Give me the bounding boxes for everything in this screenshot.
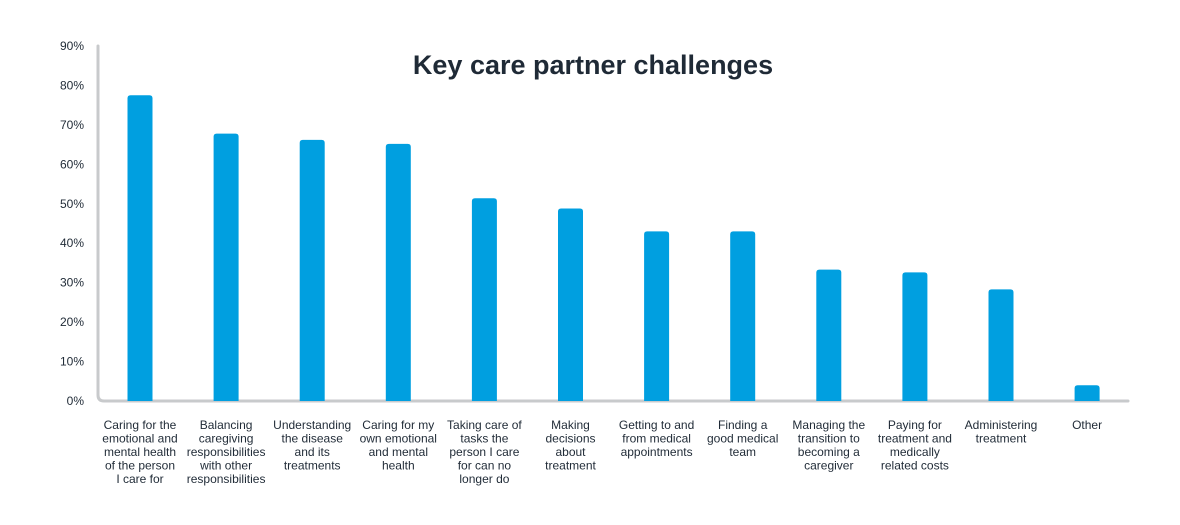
bar bbox=[816, 269, 842, 401]
y-tick-label: 40% bbox=[60, 236, 84, 250]
y-tick-label: 30% bbox=[60, 276, 84, 290]
y-tick-label: 50% bbox=[60, 197, 84, 211]
bar bbox=[902, 272, 928, 401]
bar bbox=[127, 95, 153, 402]
bar bbox=[644, 231, 670, 401]
y-tick-label: 80% bbox=[60, 78, 84, 92]
axes bbox=[96, 44, 1130, 403]
bar bbox=[988, 289, 1014, 401]
bar bbox=[299, 139, 325, 401]
x-category-label: Other bbox=[1072, 418, 1102, 432]
axis-lines bbox=[96, 44, 1130, 403]
bar bbox=[730, 231, 756, 401]
y-tick-label: 10% bbox=[60, 355, 84, 369]
y-tick-label: 20% bbox=[60, 315, 84, 329]
bar bbox=[385, 143, 411, 402]
bar bbox=[213, 133, 239, 402]
y-tick-labels: 0% 10% 20% 30% 40% 50% 60% 70% 80% 90% bbox=[60, 39, 84, 408]
y-tick-label: 90% bbox=[60, 39, 84, 53]
bars bbox=[127, 95, 1100, 402]
y-tick-label: 0% bbox=[67, 394, 85, 408]
bar bbox=[558, 208, 583, 401]
bar bbox=[1074, 385, 1100, 401]
y-tick-label: 60% bbox=[60, 157, 84, 171]
bar bbox=[471, 198, 497, 401]
chart-title: Key care partner challenges bbox=[413, 50, 773, 80]
y-tick-label: 70% bbox=[60, 118, 84, 132]
